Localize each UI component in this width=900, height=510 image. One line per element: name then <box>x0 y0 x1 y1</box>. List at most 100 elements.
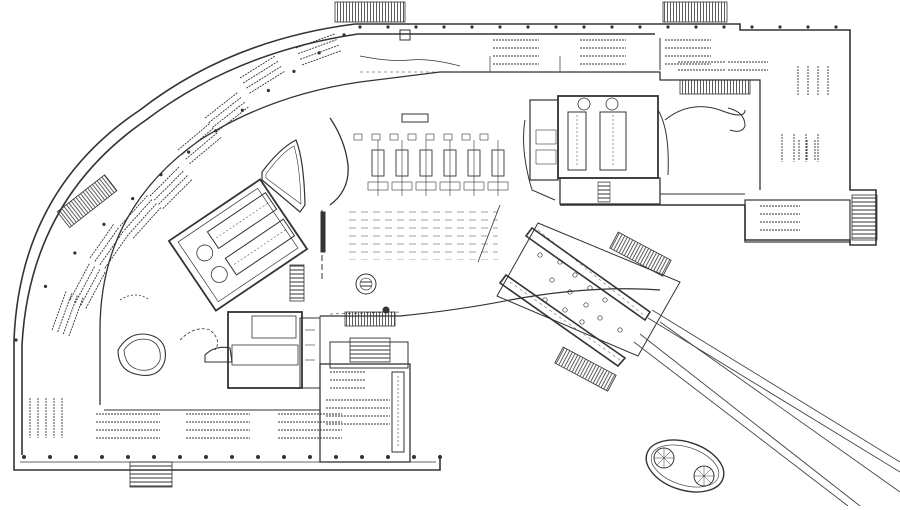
seat-block <box>239 55 286 94</box>
column <box>694 25 698 29</box>
kiosk <box>389 133 399 141</box>
services-block <box>227 264 321 389</box>
column <box>126 455 130 459</box>
column <box>292 69 296 74</box>
column <box>102 222 106 226</box>
pier-marker <box>572 272 578 278</box>
apron-rail-lines <box>633 309 900 507</box>
pier-marker <box>583 302 589 308</box>
pier-marker <box>617 327 623 333</box>
terminal-outer-envelope <box>13 23 877 471</box>
column <box>152 455 156 459</box>
kiosk <box>353 133 363 141</box>
seat-row <box>242 60 280 84</box>
column <box>14 338 18 342</box>
column <box>256 455 260 459</box>
pier-marker <box>597 315 603 321</box>
column <box>100 455 104 459</box>
pier-marker <box>579 319 585 325</box>
seat-row <box>299 44 340 60</box>
column <box>750 25 754 29</box>
seat-row <box>215 105 250 133</box>
baggage-floor-dashes <box>348 204 501 263</box>
seat-row <box>181 127 215 155</box>
seat-row <box>162 178 193 210</box>
column <box>48 455 52 459</box>
column <box>131 196 135 201</box>
pier-marker <box>587 285 593 291</box>
seat-row <box>124 198 153 231</box>
seat-row <box>189 136 223 165</box>
north-corridor <box>359 29 561 73</box>
facade-columns <box>14 25 838 459</box>
counter-desk <box>367 181 389 191</box>
pier-column-markers <box>537 252 623 333</box>
column <box>414 25 418 29</box>
seat-row <box>204 91 239 119</box>
column <box>230 455 234 459</box>
column <box>266 88 270 93</box>
seat-row <box>133 206 162 239</box>
column <box>178 455 182 459</box>
pier-marker <box>542 297 548 303</box>
pier-marker <box>567 289 573 295</box>
column <box>470 25 474 29</box>
column <box>159 173 163 177</box>
seat-row <box>149 165 181 197</box>
column <box>74 455 78 459</box>
seat-row <box>246 65 283 89</box>
seat-block <box>580 39 626 65</box>
seat-row <box>69 262 91 301</box>
column <box>22 455 26 459</box>
seat-row <box>68 296 84 337</box>
kiosk <box>443 133 453 141</box>
seat-row <box>89 223 115 259</box>
kiosk <box>371 133 381 141</box>
counter-desk <box>463 181 485 191</box>
column <box>360 455 364 459</box>
column <box>342 33 346 37</box>
kiosk <box>425 133 435 141</box>
south-east-wing <box>319 341 411 463</box>
column <box>638 25 642 29</box>
column <box>358 25 362 29</box>
seat-block <box>96 413 160 439</box>
column <box>204 455 208 459</box>
pier-marker <box>537 252 543 258</box>
kiosk <box>479 133 489 141</box>
column <box>722 25 726 29</box>
check-in-hall <box>320 113 429 315</box>
pier-marker <box>602 297 608 303</box>
seat-row <box>119 194 149 227</box>
seat-row <box>51 290 67 331</box>
seat-row <box>158 174 189 205</box>
seat-row <box>57 292 73 333</box>
pier-marker <box>549 277 555 283</box>
seat-row <box>128 202 158 235</box>
seat-block <box>665 39 711 65</box>
seat-row <box>239 55 276 79</box>
oval-landscape-feature <box>645 439 725 493</box>
column <box>666 25 670 29</box>
pier-marker <box>557 259 563 265</box>
seat-block <box>326 399 390 425</box>
column <box>43 284 48 289</box>
column <box>554 25 558 29</box>
seat-block <box>204 91 250 133</box>
seat-block <box>330 371 366 389</box>
column <box>806 25 810 29</box>
column <box>73 251 77 255</box>
seat-row <box>62 294 79 335</box>
seat-row <box>295 33 336 49</box>
column <box>187 150 191 154</box>
counter-desk <box>439 181 461 191</box>
counter-desk <box>391 181 413 191</box>
seat-block <box>119 194 162 239</box>
seat-block <box>728 61 768 71</box>
column <box>438 455 442 459</box>
baggage-block-east <box>523 95 669 205</box>
column <box>386 25 390 29</box>
column <box>610 25 614 29</box>
